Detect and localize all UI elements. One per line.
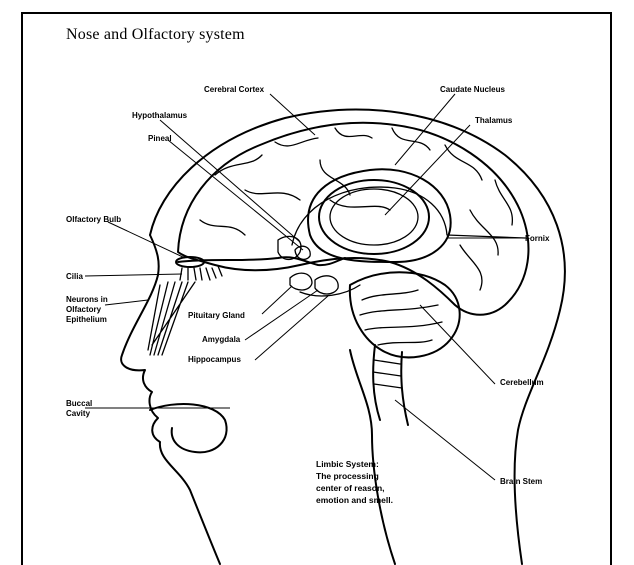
label-neurons-line2: Olfactory [66,305,102,314]
label-neurons-line3: Epithelium [66,315,107,324]
label-thalamus: Thalamus [475,116,513,125]
gyri-detail [200,128,512,290]
label-pituitary-gland: Pituitary Gland [188,311,245,320]
pineal-shape [295,246,310,259]
thalamus-inner [330,189,418,245]
caption-line1: Limbic System: [316,459,379,469]
label-pineal: Pineal [148,134,172,143]
caption-line2: The processing [316,471,379,481]
label-fornix: Fornix [525,234,550,243]
label-cilia: Cilia [66,272,83,281]
label-buccal-line2: Cavity [66,409,91,418]
amygdala-shape [315,276,338,294]
cerebellum-folia [360,290,442,345]
face-profile [121,235,220,564]
label-brain-stem: Brain Stem [500,477,542,486]
label-cerebral-cortex: Cerebral Cortex [204,85,265,94]
label-buccal-line1: Buccal [66,399,92,408]
leader-lines [85,94,522,480]
label-hypothalamus: Hypothalamus [132,111,188,120]
label-neurons-line1: Neurons in [66,295,108,304]
label-amygdala: Amygdala [202,335,241,344]
caption-line3: center of reason, [316,483,385,493]
brain-stem-rings [373,360,402,388]
label-hippocampus: Hippocampus [188,355,241,364]
buccal-cavity-shape [150,404,227,452]
label-cerebellum: Cerebellum [500,378,544,387]
thalamus-shape [319,180,429,254]
cilia-lines [180,266,222,280]
pituitary-gland-shape [290,273,312,290]
label-olfactory-bulb: Olfactory Bulb [66,215,121,224]
cerebellum-shape [350,272,460,357]
caption-line4: emotion and smell. [316,495,393,505]
label-caudate-nucleus: Caudate Nucleus [440,85,505,94]
